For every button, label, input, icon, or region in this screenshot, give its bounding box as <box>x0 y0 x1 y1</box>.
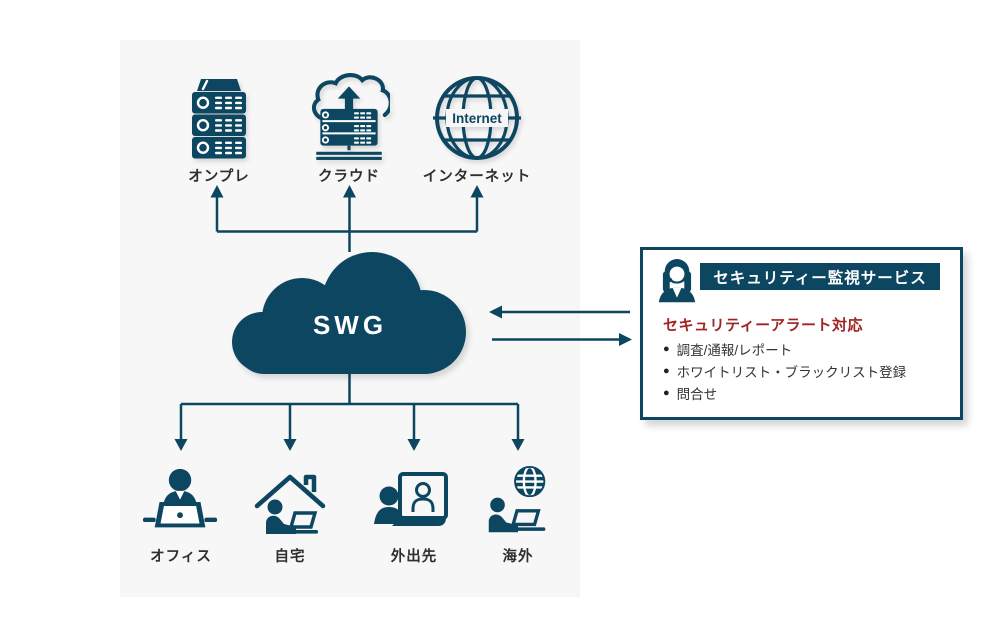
node-overseas: 海外 <box>463 462 573 566</box>
node-label-home: 自宅 <box>274 549 306 565</box>
node-label-overseas: 海外 <box>502 549 534 565</box>
office-worker-icon <box>142 468 218 528</box>
node-on-the-go: 外出先 <box>359 462 469 566</box>
service-item: ● 問合せ <box>663 382 906 404</box>
bullet-icon: ● <box>663 386 670 399</box>
service-box-title: セキュリティー監視サービス <box>700 263 940 290</box>
node-label-internet: インターネット <box>422 169 532 185</box>
service-box-list: ● 調査/通報/レポート ● ホワイトリスト・ブラックリスト登録 ● 問合せ <box>663 338 906 404</box>
service-item: ● ホワイトリスト・ブラックリスト登録 <box>663 360 906 382</box>
internet-globe-text: Internet <box>452 111 502 126</box>
video-call-icon <box>374 472 448 526</box>
node-label-office: オフィス <box>150 549 212 565</box>
server-icon <box>192 79 246 159</box>
service-item-label: 調査/通報/レポート <box>676 343 793 358</box>
node-internet: Internet インターネット <box>407 70 547 186</box>
swg-cloud: SWG <box>232 252 466 374</box>
home-worker-icon <box>254 474 326 534</box>
node-onpremise: オンプレ <box>149 70 289 186</box>
cloud-server-icon <box>311 73 390 160</box>
node-office: オフィス <box>126 462 236 566</box>
node-label-onpremise: オンプレ <box>188 169 250 185</box>
node-label-cloud: クラウド <box>318 169 380 185</box>
node-label-on-the-go: 外出先 <box>390 549 438 565</box>
bullet-icon: ● <box>663 342 670 355</box>
internet-globe-icon: Internet <box>433 76 521 160</box>
node-home: 自宅 <box>235 462 345 566</box>
bullet-icon: ● <box>663 364 670 377</box>
operator-icon <box>658 259 696 303</box>
service-item-label: ホワイトリスト・ブラックリスト登録 <box>676 365 907 380</box>
node-cloud: クラウド <box>279 70 419 186</box>
overseas-worker-icon <box>488 465 546 533</box>
service-box-alert-heading: セキュリティーアラート対応 <box>663 317 864 334</box>
service-item: ● 調査/通報/レポート <box>663 338 906 360</box>
swg-cloud-label: SWG <box>313 310 387 340</box>
security-service-box: セキュリティー監視サービス セキュリティーアラート対応 ● 調査/通報/レポート… <box>640 247 963 420</box>
service-item-label: 問合せ <box>676 387 718 402</box>
